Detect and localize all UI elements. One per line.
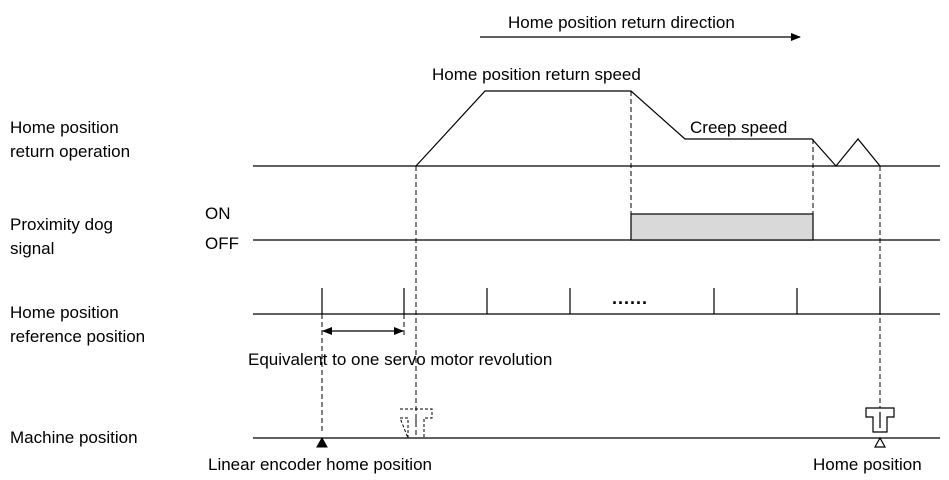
operation-label-line2: return operation xyxy=(10,142,130,161)
speed-profile xyxy=(415,90,881,167)
machine-start-marker xyxy=(399,408,433,439)
start-marker-outline xyxy=(399,408,433,439)
tick-ellipsis: ...... xyxy=(612,288,648,308)
revolution-label: Equivalent to one servo motor revolution xyxy=(248,350,552,369)
creep-speed-label: Creep speed xyxy=(690,118,787,137)
operation-label-line1: Home position xyxy=(10,118,119,137)
dashed-guides xyxy=(321,91,881,438)
home-position-label: Home position xyxy=(813,455,922,474)
machine-home-marker xyxy=(865,407,895,448)
reference-ticks xyxy=(321,288,881,314)
direction-label: Home position return direction xyxy=(508,13,735,32)
reference-label-line2: reference position xyxy=(10,327,145,346)
encoder-home-label: Linear encoder home position xyxy=(208,455,432,474)
home-position-triangle xyxy=(873,436,887,448)
machine-label: Machine position xyxy=(10,428,138,447)
reference-label-line1: Home position xyxy=(10,303,119,322)
dog-off-label: OFF xyxy=(205,234,239,253)
dog-on-pulse xyxy=(630,213,814,241)
dog-on-label: ON xyxy=(205,204,231,223)
dog-label-line2: signal xyxy=(10,239,54,258)
return-speed-label: Home position return speed xyxy=(432,65,641,84)
encoder-home-triangle xyxy=(316,436,328,448)
dog-label-line1: Proximity dog xyxy=(10,215,113,234)
